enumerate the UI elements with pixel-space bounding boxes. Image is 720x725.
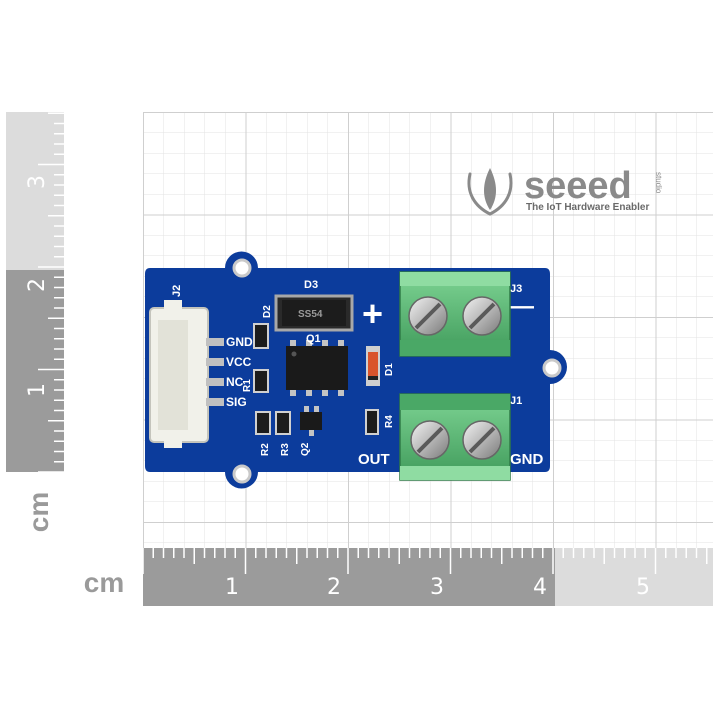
mount-hole-top <box>232 258 252 278</box>
grove-connector <box>149 300 224 448</box>
mount-hole-right <box>542 358 562 378</box>
hruler-label-5: 5 <box>636 575 650 600</box>
label-j3: J3 <box>510 283 522 295</box>
chip-q1 <box>286 340 348 396</box>
resistor-r2 <box>255 411 271 435</box>
out-label: OUT <box>358 451 390 468</box>
label-r3: R3 <box>280 443 291 456</box>
minus-symbol: — <box>510 293 534 320</box>
brand-sub: studio <box>654 172 663 194</box>
vruler-unit: cm <box>23 492 54 532</box>
resistor-r3 <box>275 411 291 435</box>
hruler-label-3: 3 <box>430 575 444 600</box>
label-q1: Q1 <box>306 333 321 345</box>
diode-d1 <box>366 346 380 386</box>
vruler-label-3: 3 <box>25 175 50 189</box>
vruler-label-1: 1 <box>25 383 50 397</box>
diode-d2 <box>253 323 269 349</box>
diode-d3 <box>274 294 354 332</box>
resistor-r4 <box>365 409 379 435</box>
pin-sig: SIG <box>226 395 247 409</box>
hruler-label-4: 4 <box>533 575 547 600</box>
resistor-r1 <box>253 369 269 393</box>
gnd-label: GND <box>510 451 544 468</box>
label-d3: D3 <box>304 279 318 291</box>
label-r4: R4 <box>384 415 395 428</box>
brand-tagline: The IoT Hardware Enabler <box>526 202 649 213</box>
mount-hole-bottom <box>232 464 252 484</box>
label-j2: J2 <box>171 285 183 297</box>
vruler-label-2: 2 <box>25 278 50 292</box>
seeed-logo: seeed studio The IoT Hardware Enabler <box>467 165 663 216</box>
hruler-label-2: 2 <box>327 575 341 600</box>
pin-vcc: VCC <box>226 355 252 369</box>
label-r1: R1 <box>242 379 253 392</box>
pin-gnd: GND <box>226 335 253 349</box>
brand-name: seeed <box>524 165 632 207</box>
hruler-unit: cm <box>84 567 124 598</box>
plus-symbol: + <box>362 293 383 334</box>
label-j1: J1 <box>510 395 522 407</box>
hruler-label-1: 1 <box>225 575 239 600</box>
transistor-q2 <box>300 406 322 436</box>
label-r2: R2 <box>260 443 271 456</box>
label-d1: D1 <box>384 363 395 376</box>
pcb-board: J2 GND VCC NC SIG D3 SS54 D2 Q1 <box>145 251 567 489</box>
vertical-ruler: 1 2 3 <box>6 112 64 473</box>
screw-terminal-j1 <box>399 393 511 481</box>
label-d2: D2 <box>262 305 273 318</box>
screw-terminal-j3 <box>399 271 511 357</box>
horizontal-ruler: 1 2 3 4 5 <box>142 548 713 606</box>
d3-marking: SS54 <box>298 309 323 320</box>
pin-nc: NC <box>226 375 244 389</box>
seeed-leaf-icon <box>467 168 513 216</box>
label-q2: Q2 <box>300 442 311 456</box>
